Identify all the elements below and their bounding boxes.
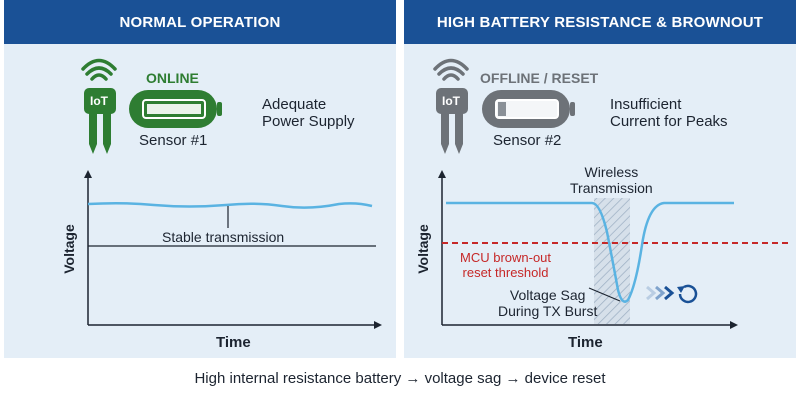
x-axis-arrow — [730, 321, 738, 329]
battery-low-icon — [482, 90, 575, 128]
device-label: IoT — [442, 94, 460, 108]
y-axis-label: Voltage — [60, 224, 77, 274]
wireless-transmission-label: Wireless Transmission — [570, 164, 653, 196]
voltage-chart-brownout — [438, 170, 792, 329]
power-description: Insufficient Current for Peaks — [610, 96, 728, 130]
device-label: IoT — [90, 94, 108, 108]
sag-pointer — [588, 287, 621, 302]
y-axis-arrow — [84, 170, 92, 178]
x-axis-arrow — [374, 321, 382, 329]
threshold-label: MCU brown-out reset threshold — [460, 250, 552, 280]
battery-full-icon — [129, 90, 222, 128]
power-description: Adequate Power Supply — [262, 96, 355, 130]
y-axis-label: Voltage — [414, 224, 431, 274]
voltage-sag-line — [446, 201, 734, 303]
brownout-panel: HIGH BATTERY RESISTANCE & BROWNOUT IoT O… — [404, 0, 796, 358]
voltage-chart-normal — [84, 170, 382, 329]
reset-icon — [677, 284, 698, 304]
x-axis-label: Time — [568, 334, 603, 351]
panel-header-normal: NORMAL OPERATION — [4, 0, 396, 44]
iot-sensor-icon — [84, 88, 116, 154]
stable-transmission-label: Stable transmission — [162, 229, 285, 245]
wifi-icon — [433, 58, 469, 81]
stable-voltage-line — [87, 201, 373, 209]
status-online: ONLINE — [146, 70, 199, 86]
panel-header-brownout: HIGH BATTERY RESISTANCE & BROWNOUT — [404, 0, 796, 44]
sensor-name: Sensor #1 — [139, 132, 208, 149]
x-axis-label: Time — [216, 334, 251, 351]
normal-operation-panel: NORMAL OPERATION IoT ONLINE Sensor #1 Ad… — [4, 0, 396, 358]
voltage-sag-label: Voltage Sag During TX Burst — [498, 287, 598, 319]
y-axis-arrow — [438, 170, 446, 178]
iot-sensor-icon — [436, 88, 468, 154]
status-offline: OFFLINE / RESET — [480, 70, 599, 86]
sensor-name: Sensor #2 — [493, 132, 562, 149]
wifi-icon — [81, 58, 117, 81]
chevron-arrows-icon — [646, 285, 675, 301]
caption: High internal resistance battery → volta… — [194, 370, 606, 387]
